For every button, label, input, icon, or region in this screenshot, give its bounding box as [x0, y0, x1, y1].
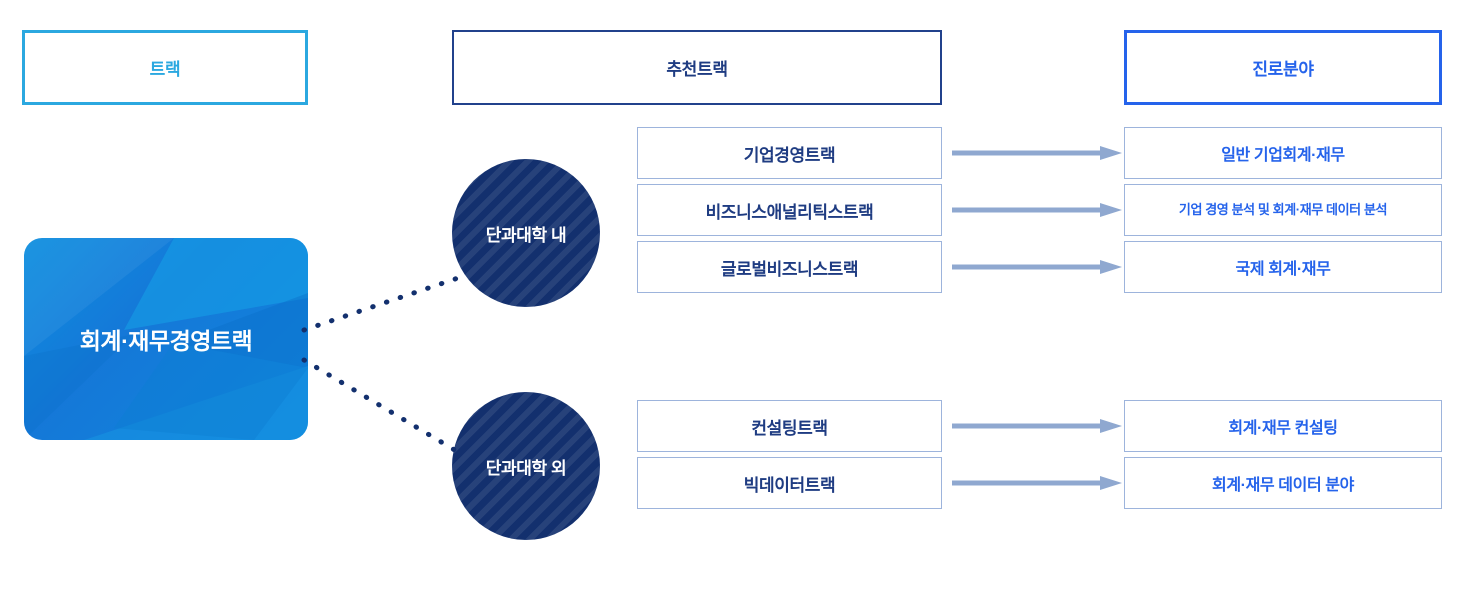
header-career-field: 진로분야	[1124, 30, 1442, 105]
dotted-connector-upper	[301, 275, 461, 333]
recommended-track-box-4[interactable]: 컨설팅트랙	[637, 400, 942, 452]
career-field-box-4[interactable]: 회계·재무 컨설팅	[1124, 400, 1442, 452]
header-track: 트랙	[22, 30, 308, 105]
career-field-box-1[interactable]: 일반 기업회계·재무	[1124, 127, 1442, 179]
recommended-track-label-5: 빅데이터트랙	[743, 475, 836, 495]
main-track-card-label: 회계·재무경영트랙	[79, 328, 253, 354]
career-field-box-5[interactable]: 회계·재무 데이터 분야	[1124, 457, 1442, 509]
arrow-row-1	[952, 146, 1122, 160]
card-facet-decoration	[24, 238, 308, 440]
group-circle-out-college[interactable]: 단과대학 외	[452, 392, 600, 540]
recommended-track-box-1[interactable]: 기업경영트랙	[637, 127, 942, 179]
recommended-track-label-3: 글로벌비즈니스트랙	[720, 259, 859, 279]
header-recommended-track-label: 추천트랙	[666, 60, 728, 79]
header-recommended-track: 추천트랙	[452, 30, 942, 105]
career-field-label-5: 회계·재무 데이터 분야	[1212, 477, 1354, 494]
arrow-row-4	[952, 419, 1122, 433]
arrow-row-5	[952, 476, 1122, 490]
career-field-label-2: 기업 경영 분석 및 회계·재무 데이터 분석	[1178, 201, 1388, 217]
recommended-track-box-3[interactable]: 글로벌비즈니스트랙	[637, 241, 942, 293]
career-field-box-3[interactable]: 국제 회계·재무	[1124, 241, 1442, 293]
career-field-label-4: 회계·재무 컨설팅	[1228, 420, 1338, 437]
main-track-card[interactable]: 회계·재무경영트랙	[24, 238, 308, 440]
career-field-label-1: 일반 기업회계·재무	[1221, 147, 1345, 164]
header-career-field-label: 진로분야	[1252, 60, 1314, 79]
group-circle-in-college[interactable]: 단과대학 내	[452, 159, 600, 307]
recommended-track-box-2[interactable]: 비즈니스애널리틱스트랙	[637, 184, 942, 236]
group-circle-in-college-label: 단과대학 내	[485, 225, 567, 245]
group-circle-out-college-label: 단과대학 외	[485, 458, 567, 478]
recommended-track-box-5[interactable]: 빅데이터트랙	[637, 457, 942, 509]
career-field-label-3: 국제 회계·재무	[1235, 261, 1331, 278]
arrow-row-3	[952, 260, 1122, 274]
header-track-label: 트랙	[149, 60, 181, 79]
arrow-row-2	[952, 203, 1122, 217]
recommended-track-label-2: 비즈니스애널리틱스트랙	[705, 202, 874, 222]
recommended-track-label-1: 기업경영트랙	[743, 145, 836, 165]
career-field-box-2[interactable]: 기업 경영 분석 및 회계·재무 데이터 분석	[1124, 184, 1442, 236]
dotted-connector-lower	[301, 357, 461, 455]
recommended-track-label-4: 컨설팅트랙	[751, 418, 828, 438]
